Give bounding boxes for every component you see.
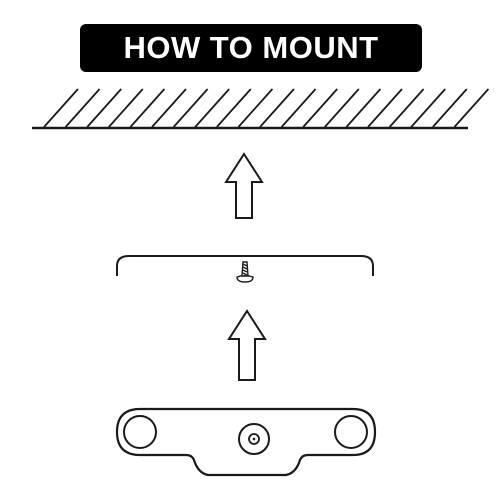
ceiling-hatch-line — [194, 88, 230, 128]
ceiling-hatch-line — [280, 88, 317, 128]
ceiling-hatch-line — [172, 88, 209, 128]
screw-icon — [236, 261, 254, 283]
ceiling-hatch-line — [259, 88, 295, 128]
cover-plate-outline — [116, 255, 374, 276]
ceiling-hatch-line — [388, 88, 425, 128]
bracket-right-hole — [334, 415, 368, 449]
cover-plate-icon — [116, 255, 374, 283]
ceiling-hatch-lines — [43, 88, 490, 128]
bracket-left-hole — [123, 415, 157, 449]
ceiling-hatch-line — [345, 88, 382, 128]
ceiling-hatch-line — [43, 88, 79, 128]
ceiling-hatch-line — [237, 88, 274, 128]
title-text: HOW TO MOUNT — [123, 30, 379, 65]
ceiling-hatch-line — [129, 88, 166, 128]
arrow-up-icon — [224, 152, 264, 219]
ceiling-hatch-line — [151, 88, 187, 128]
ceiling-hatch-line — [302, 88, 338, 128]
ceiling-icon — [32, 88, 490, 130]
ceiling-hatch-line — [453, 88, 490, 128]
ceiling-hatch-line — [64, 88, 101, 128]
ceiling-hatch-line — [216, 88, 252, 128]
ceiling-hatch-line — [432, 88, 468, 128]
ceiling-hatch-line — [86, 88, 122, 128]
arrow-up-icon — [227, 309, 267, 381]
ceiling-hatch-line — [410, 88, 446, 128]
ceiling-hatch-line — [108, 88, 144, 128]
ceiling-hatch-line — [367, 88, 403, 128]
title-banner: HOW TO MOUNT — [80, 24, 422, 72]
bracket-center-dot — [252, 437, 256, 441]
ceiling-hatch-line — [324, 88, 360, 128]
bracket-icon — [115, 407, 377, 477]
